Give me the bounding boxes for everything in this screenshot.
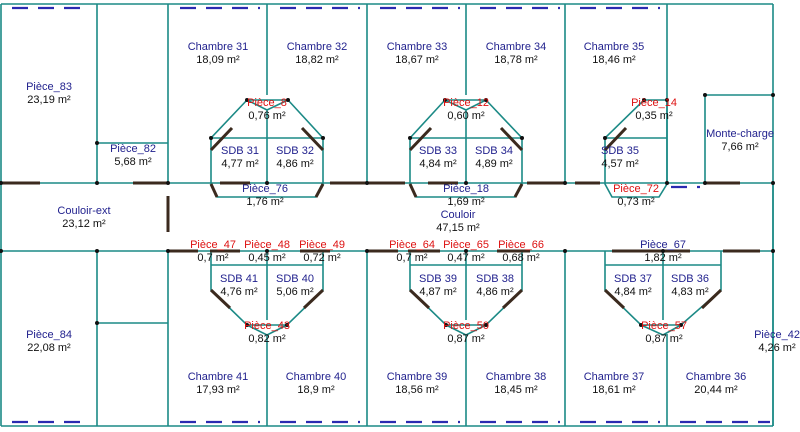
room-name-couloir: Couloir (441, 209, 476, 221)
room-area-pi-ce-65: 0,47 m² (447, 252, 485, 264)
room-name-pi-ce-82: Pièce_82 (110, 143, 156, 155)
room-area-pi-ce-83: 23,19 m² (27, 94, 71, 106)
room-name-pi-ce-8: Pièce_8 (247, 97, 287, 109)
room-area-monte-charge: 7,66 m² (721, 141, 759, 153)
room-name-chambre-37: Chambre 37 (584, 371, 645, 383)
room-name-pi-ce-57: Pièce_57 (641, 320, 687, 332)
room-name-pi-ce-50: Pièce_50 (443, 320, 489, 332)
room-name-pi-ce-48: Pièce_48 (244, 239, 290, 251)
room-area-sdb-32: 4,86 m² (276, 158, 314, 170)
room-area-pi-ce-18: 1,69 m² (447, 196, 485, 208)
room-area-pi-ce-47: 0,7 m² (197, 252, 229, 264)
room-name-pi-ce-76: Pièce_76 (242, 183, 288, 195)
room-area-sdb-35: 4,57 m² (601, 158, 639, 170)
room-area-pi-ce-50: 0,87 m² (447, 333, 485, 345)
room-name-sdb-31: SDB 31 (221, 145, 259, 157)
room-name-chambre-36: Chambre 36 (686, 371, 747, 383)
room-name-pi-ce-72: Pièce_72 (613, 183, 659, 195)
room-name-sdb-40: SDB 40 (276, 273, 314, 285)
room-area-sdb-34: 4,89 m² (475, 158, 513, 170)
room-name-chambre-33: Chambre 33 (387, 41, 448, 53)
room-name-chambre-35: Chambre 35 (584, 41, 645, 53)
room-area-pi-ce-8: 0,76 m² (248, 110, 286, 122)
room-area-sdb-37: 4,84 m² (614, 286, 652, 298)
room-area-chambre-37: 18,61 m² (592, 384, 636, 396)
room-name-sdb-41: SDB 41 (220, 273, 258, 285)
room-area-chambre-33: 18,67 m² (395, 54, 439, 66)
room-name-chambre-41: Chambre 41 (188, 371, 249, 383)
room-area-chambre-39: 18,56 m² (395, 384, 439, 396)
room-name-pi-ce-43: Pièce_43 (244, 320, 290, 332)
walls (0, 3, 774, 427)
room-name-sdb-35: SDB 35 (601, 145, 639, 157)
room-area-sdb-40: 5,06 m² (276, 286, 314, 298)
room-name-chambre-31: Chambre 31 (188, 41, 249, 53)
room-name-pi-ce-67: Pièce_67 (640, 239, 686, 251)
room-area-chambre-41: 17,93 m² (196, 384, 240, 396)
room-area-pi-ce-67: 1,82 m² (644, 252, 682, 264)
room-area-sdb-36: 4,83 m² (671, 286, 709, 298)
room-area-sdb-33: 4,84 m² (419, 158, 457, 170)
room-area-pi-ce-49: 0,72 m² (303, 252, 341, 264)
room-area-pi-ce-43: 0,82 m² (248, 333, 286, 345)
room-name-pi-ce-47: Pièce_47 (190, 239, 236, 251)
room-name-sdb-34: SDB 34 (475, 145, 513, 157)
room-name-chambre-40: Chambre 40 (286, 371, 347, 383)
room-area-pi-ce-14: 0,35 m² (635, 110, 673, 122)
room-area-pi-ce-12: 0,60 m² (447, 110, 485, 122)
room-area-pi-ce-72: 0,73 m² (617, 196, 655, 208)
room-area-pi-ce-42: 4,26 m² (758, 342, 796, 354)
room-name-sdb-32: SDB 32 (276, 145, 314, 157)
windows (12, 6, 770, 424)
room-name-pi-ce-64: Pièce_64 (389, 239, 435, 251)
wall-nodes (0, 93, 775, 327)
room-area-sdb-41: 4,76 m² (220, 286, 258, 298)
room-name-pi-ce-83: Pièce_83 (26, 81, 72, 93)
room-name-sdb-38: SDB 38 (476, 273, 514, 285)
room-name-sdb-39: SDB 39 (419, 273, 457, 285)
room-name-sdb-33: SDB 33 (419, 145, 457, 157)
room-name-sdb-36: SDB 36 (671, 273, 709, 285)
room-name-pi-ce-12: Pièce_12 (443, 97, 489, 109)
room-area-chambre-36: 20,44 m² (694, 384, 738, 396)
room-name-chambre-34: Chambre 34 (486, 41, 547, 53)
room-area-chambre-35: 18,46 m² (592, 54, 636, 66)
room-area-pi-ce-84: 22,08 m² (27, 342, 71, 354)
room-name-chambre-38: Chambre 38 (486, 371, 547, 383)
room-area-sdb-39: 4,87 m² (419, 286, 457, 298)
room-area-pi-ce-48: 0,45 m² (248, 252, 286, 264)
room-area-sdb-38: 4,86 m² (476, 286, 514, 298)
room-name-pi-ce-14: Pièce_14 (631, 97, 677, 109)
room-name-pi-ce-42: Pièce_42 (754, 329, 800, 341)
room-name-pi-ce-18: Pièce_18 (443, 183, 489, 195)
room-area-couloir: 47,15 m² (436, 222, 480, 234)
room-name-chambre-32: Chambre 32 (287, 41, 348, 53)
room-area-chambre-38: 18,45 m² (494, 384, 538, 396)
room-name-sdb-37: SDB 37 (614, 273, 652, 285)
room-name-monte-charge: Monte-charge (706, 128, 774, 140)
room-area-chambre-40: 18,9 m² (297, 384, 335, 396)
room-area-couloir-ext: 23,12 m² (62, 218, 106, 230)
room-name-pi-ce-66: Pièce_66 (498, 239, 544, 251)
doors (1, 126, 760, 310)
room-area-pi-ce-66: 0,68 m² (502, 252, 540, 264)
room-area-pi-ce-76: 1,76 m² (246, 196, 284, 208)
room-area-pi-ce-57: 0,87 m² (645, 333, 683, 345)
room-name-pi-ce-49: Pièce_49 (299, 239, 345, 251)
room-area-chambre-32: 18,82 m² (295, 54, 339, 66)
room-area-sdb-31: 4,77 m² (221, 158, 259, 170)
room-area-pi-ce-64: 0,7 m² (396, 252, 428, 264)
room-area-pi-ce-82: 5,68 m² (114, 156, 152, 168)
room-name-pi-ce-65: Pièce_65 (443, 239, 489, 251)
room-area-chambre-31: 18,09 m² (196, 54, 240, 66)
room-name-couloir-ext: Couloir-ext (57, 205, 110, 217)
room-area-chambre-34: 18,78 m² (494, 54, 538, 66)
room-name-pi-ce-84: Pièce_84 (26, 329, 72, 341)
room-name-chambre-39: Chambre 39 (387, 371, 448, 383)
